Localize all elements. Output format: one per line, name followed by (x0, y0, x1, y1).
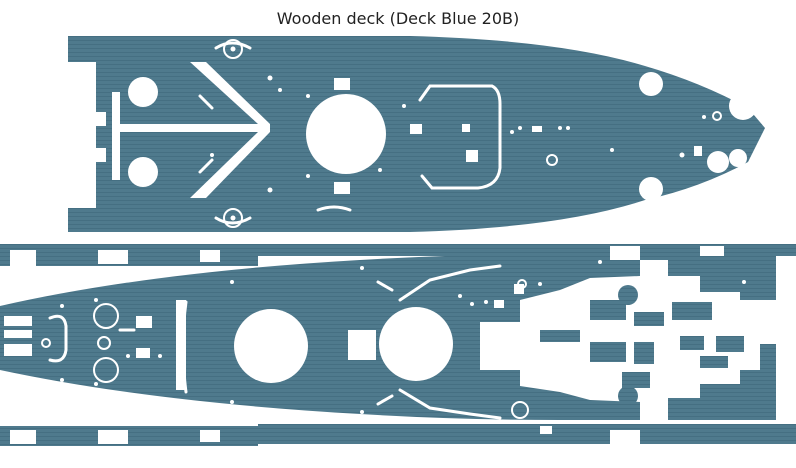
strip-bottom-left (0, 426, 258, 446)
strip-top-left (0, 244, 258, 266)
strip-bottom-right (258, 424, 796, 444)
strip-top-right (258, 244, 796, 256)
aft-deck (0, 244, 796, 446)
forward-deck (68, 36, 765, 232)
page-title: Wooden deck (Deck Blue 20B) (276, 9, 520, 28)
